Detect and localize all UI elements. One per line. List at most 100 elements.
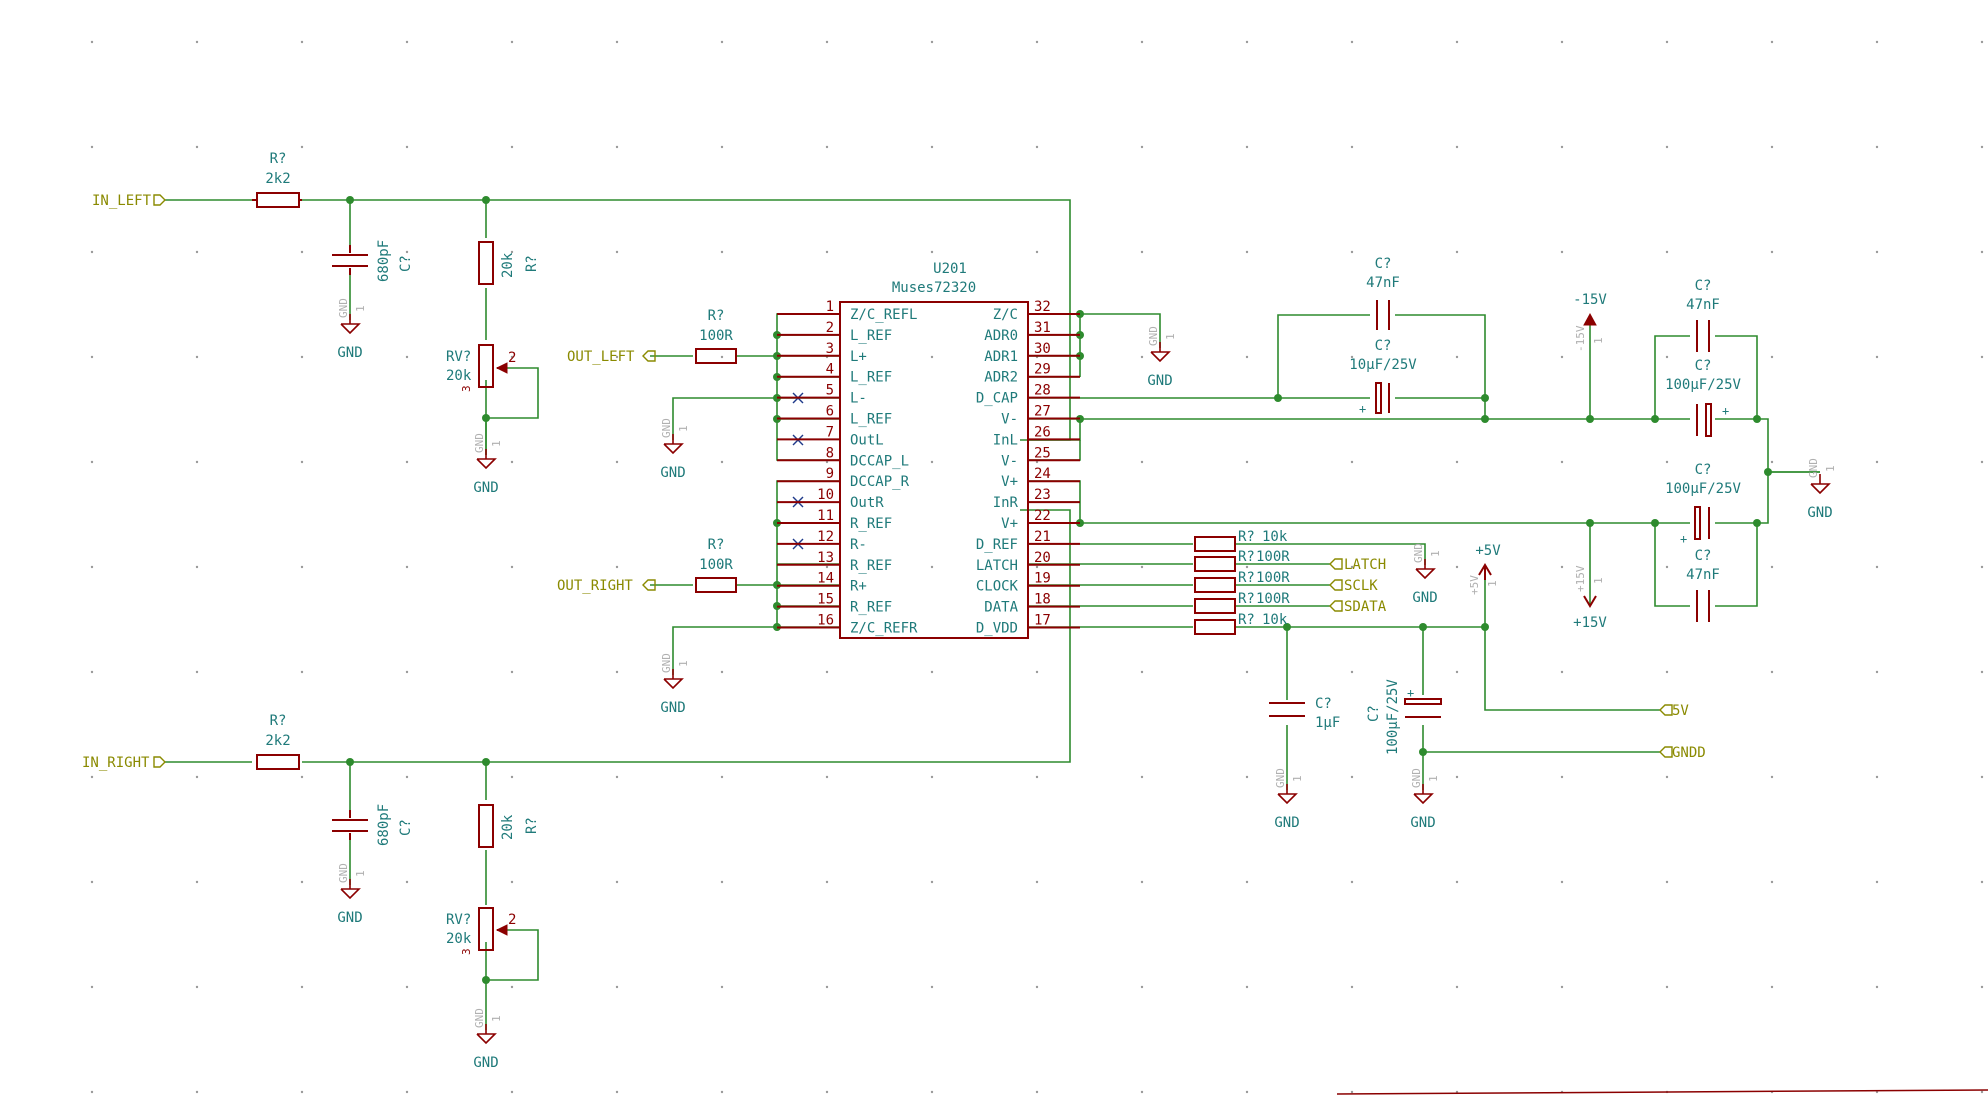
value-label: 47nF bbox=[1686, 567, 1720, 583]
power-plus5v[interactable]: +5V +5V 1 bbox=[1468, 543, 1501, 595]
resistor-10k-dref[interactable]: R? 10k bbox=[1194, 529, 1288, 552]
capacitor-100uf-pos[interactable]: + C? 100µF/25V bbox=[1665, 462, 1741, 546]
capacitor-1uf[interactable]: C? 1µF bbox=[1269, 696, 1340, 731]
pin-name: OutR bbox=[850, 495, 884, 511]
grid-dot bbox=[90, 670, 94, 674]
grid-dot bbox=[1035, 565, 1039, 569]
resistor-10k-dvdd[interactable]: R? 10k bbox=[1194, 612, 1288, 635]
net-label-out-right[interactable]: OUT_RIGHT bbox=[557, 578, 656, 594]
capacitor-680pf-left[interactable]: 680pF C? bbox=[332, 240, 414, 282]
ghost-pin: 1 bbox=[677, 660, 690, 667]
grid-dot bbox=[1350, 880, 1354, 884]
grid-dot bbox=[300, 145, 304, 149]
net-label-sclk[interactable]: SCLK bbox=[1329, 578, 1378, 594]
ref-label: C? bbox=[1375, 256, 1392, 272]
resistor-100r-clock[interactable]: R? 100R bbox=[1194, 570, 1290, 593]
pin-name: L_REF bbox=[850, 370, 892, 386]
pin-name: L- bbox=[850, 391, 867, 407]
pin-number: 22 bbox=[1034, 508, 1051, 524]
grid-dot bbox=[195, 40, 199, 44]
ref-label: R? bbox=[708, 537, 725, 553]
capacitor-10uf-dcap[interactable]: + C? 10µF/25V bbox=[1349, 338, 1417, 416]
grid-dot bbox=[1245, 460, 1249, 464]
net-label-in-left[interactable]: IN_LEFT bbox=[92, 193, 166, 209]
ref-label: C? bbox=[1695, 548, 1712, 564]
resistor-20k-right[interactable]: 20k R? bbox=[478, 804, 540, 848]
ref-label: R? bbox=[524, 817, 540, 834]
grid-dot bbox=[510, 250, 514, 254]
capacitor-680pf-right[interactable]: 680pF C? bbox=[332, 804, 414, 846]
grid-dot bbox=[930, 460, 934, 464]
resistor-20k-left[interactable]: 20k R? bbox=[478, 241, 540, 285]
pin-name: ADR1 bbox=[984, 349, 1018, 365]
potentiometer-rv-right[interactable]: 2 3 RV? 20k bbox=[446, 907, 516, 955]
net-label-sdata[interactable]: SDATA bbox=[1329, 599, 1387, 615]
grid-dot bbox=[1140, 1090, 1144, 1094]
grid-dot bbox=[1770, 880, 1774, 884]
net-label-5v[interactable]: 5V bbox=[1659, 703, 1689, 719]
pin-name: L_REF bbox=[850, 328, 892, 344]
resistor-100r-data[interactable]: R? 100R bbox=[1194, 591, 1290, 614]
grid-dot bbox=[1665, 880, 1669, 884]
value-label: 47nF bbox=[1686, 297, 1720, 313]
grid-dot bbox=[615, 355, 619, 359]
grid-dot bbox=[1245, 670, 1249, 674]
grid-dot bbox=[1140, 355, 1144, 359]
grid-dot bbox=[510, 670, 514, 674]
net-label-latch[interactable]: LATCH bbox=[1329, 557, 1386, 573]
power-label: +5V bbox=[1475, 543, 1501, 559]
net-label-in-right[interactable]: IN_RIGHT bbox=[82, 755, 166, 771]
resistor-100r-out-right[interactable]: R? 100R bbox=[695, 537, 737, 593]
power-plus15v[interactable]: +15V +15V 1 bbox=[1573, 565, 1607, 631]
pin-name: R_REF bbox=[850, 600, 892, 616]
capacitor-100uf-dvdd[interactable]: + C? 100µF/25V bbox=[1366, 679, 1442, 755]
power-minus15v[interactable]: -15V -15V 1 bbox=[1573, 292, 1607, 352]
ref-label: C? bbox=[1375, 338, 1392, 354]
pin-name: Z/C_REFR bbox=[850, 621, 918, 637]
grid-dot bbox=[1140, 775, 1144, 779]
net-label-gndd[interactable]: GNDD bbox=[1659, 745, 1706, 761]
grid-dot bbox=[300, 460, 304, 464]
pin-number: 17 bbox=[1034, 613, 1051, 629]
gnd-triangle bbox=[476, 458, 497, 470]
gnd-label: GND bbox=[1807, 505, 1832, 521]
potentiometer-rv-left[interactable]: 2 3 RV? 20k bbox=[446, 344, 516, 392]
capacitor-47nf-neg[interactable]: C? 47nF bbox=[1686, 278, 1720, 352]
grid-dot bbox=[930, 670, 934, 674]
net-label-out-left[interactable]: OUT_LEFT bbox=[567, 349, 656, 365]
value-label: 100R bbox=[1256, 549, 1290, 565]
gnd-label: GND bbox=[660, 465, 685, 481]
grid-dot bbox=[1245, 565, 1249, 569]
resistor-100r-out-left[interactable]: R? 100R bbox=[695, 308, 737, 364]
value-label: 20k bbox=[500, 252, 516, 278]
grid-dot bbox=[1455, 565, 1459, 569]
grid-dot bbox=[1350, 565, 1354, 569]
resistor-100r-latch[interactable]: R? 100R bbox=[1194, 549, 1290, 572]
capacitor-47nf-dcap[interactable]: C? 47nF bbox=[1366, 256, 1400, 330]
ghost-pin: 1 bbox=[490, 1015, 503, 1022]
resistor-2k2-right[interactable]: R? 2k2 bbox=[256, 713, 300, 770]
pin-number: 3 bbox=[460, 385, 473, 392]
resistor-2k2-left[interactable]: R? 2k2 bbox=[252, 151, 302, 208]
grid-dot bbox=[510, 565, 514, 569]
gnd-label: GND bbox=[473, 1055, 498, 1071]
capacitor-100uf-neg[interactable]: + C? 100µF/25V bbox=[1665, 358, 1742, 437]
capacitor-47nf-pos[interactable]: C? 47nF bbox=[1686, 548, 1720, 622]
grid-dot bbox=[930, 355, 934, 359]
grid-dot bbox=[1350, 460, 1354, 464]
ghost-pin: 1 bbox=[1592, 337, 1605, 344]
grid-dot bbox=[825, 460, 829, 464]
